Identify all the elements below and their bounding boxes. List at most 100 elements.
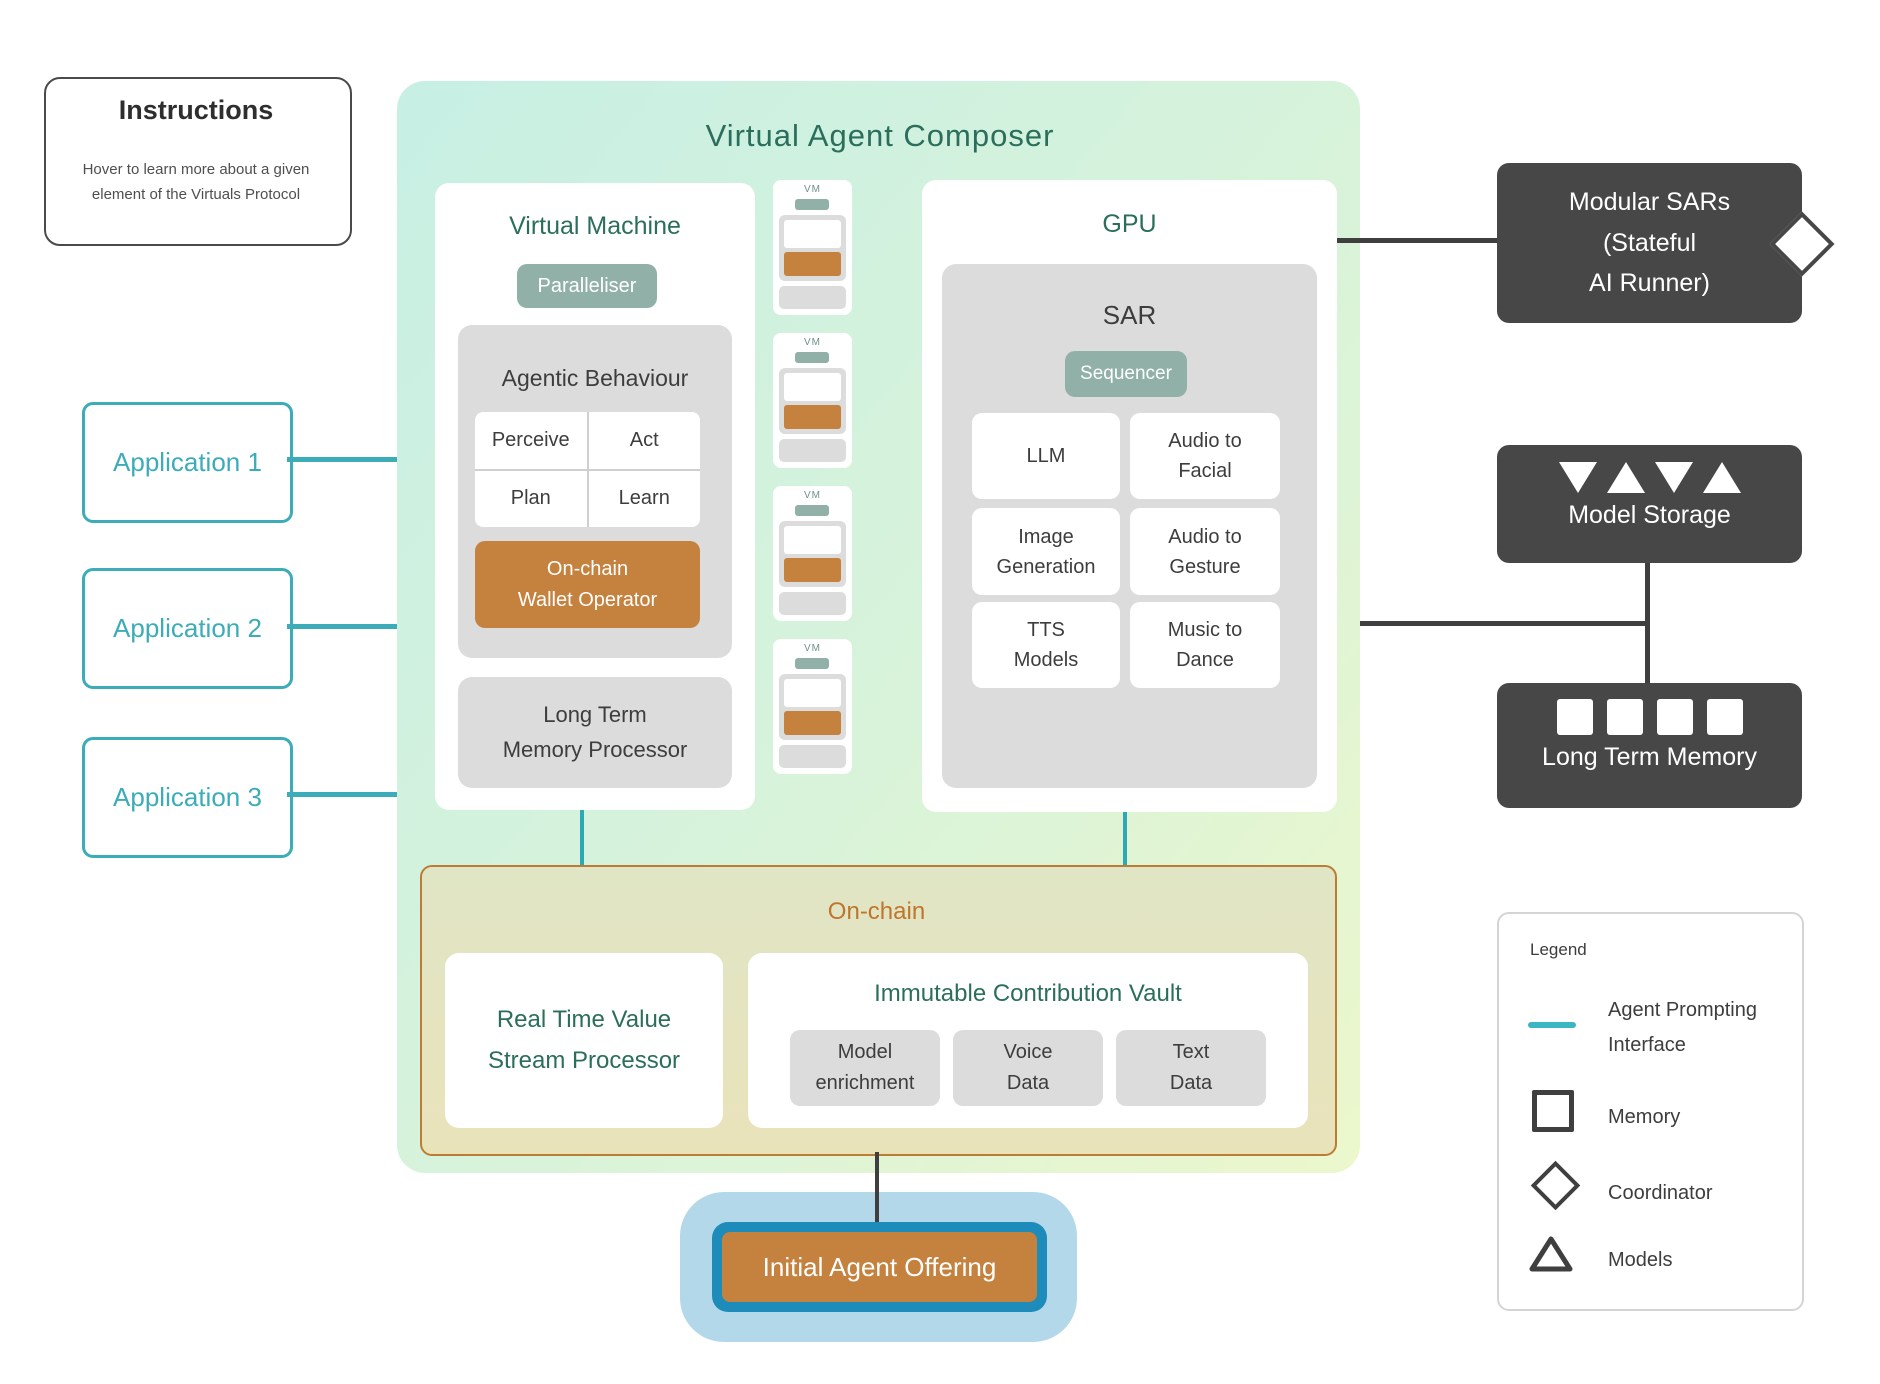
rtvsp-line2: Stream Processor bbox=[487, 1046, 681, 1074]
vm-card-white-slot bbox=[784, 526, 841, 554]
vm-card-badge bbox=[795, 199, 829, 210]
legend-label-line: Memory bbox=[1608, 1106, 1681, 1128]
application-2-node[interactable]: Application 2 bbox=[82, 568, 293, 689]
gpu-title: GPU bbox=[1102, 210, 1157, 238]
grid-cell-act[interactable]: Act bbox=[588, 412, 700, 469]
vm-card-label: VM bbox=[804, 643, 821, 654]
legend-item-models: Models bbox=[1608, 1243, 1672, 1278]
vm-mini-card-3[interactable]: VM bbox=[773, 486, 852, 621]
gpu-card-line: TTS bbox=[1027, 619, 1065, 641]
model-storage-label: Model Storage bbox=[1568, 501, 1731, 529]
gpu-card-line: Models bbox=[1013, 649, 1079, 671]
triangle-up-icon bbox=[1606, 462, 1645, 493]
memory-square-icon bbox=[1556, 699, 1593, 735]
agent-prompting-line-icon bbox=[1528, 1022, 1576, 1028]
paralleliser-badge[interactable]: Paralleliser bbox=[517, 264, 657, 308]
virtual-machine-title: Virtual Machine bbox=[509, 212, 681, 240]
vm-card-label: VM bbox=[804, 337, 821, 348]
chip-text-data[interactable]: Text Data bbox=[1116, 1030, 1266, 1106]
composer-title: Virtual Agent Composer bbox=[705, 118, 1055, 153]
triangle-down-icon bbox=[1654, 462, 1693, 493]
grid-cell-plan[interactable]: Plan bbox=[475, 470, 587, 527]
legend-item-agent-prompting: Agent Prompting Interface bbox=[1608, 993, 1757, 1063]
wallet-operator-line2: Wallet Operator bbox=[517, 588, 658, 611]
grid-cell-perceive[interactable]: Perceive bbox=[475, 412, 587, 469]
application-3-node[interactable]: Application 3 bbox=[82, 737, 293, 858]
chip-model-enrichment[interactable]: Model enrichment bbox=[790, 1030, 940, 1106]
instructions-body: Hover to learn more about a given elemen… bbox=[58, 158, 334, 208]
gpu-card-line: LLM bbox=[1026, 445, 1066, 467]
vm-card-orange-slot bbox=[784, 252, 841, 276]
vm-card-label: VM bbox=[804, 490, 821, 501]
application-2-connector-line bbox=[287, 624, 397, 629]
vm-card-panel bbox=[779, 215, 846, 281]
rtvsp-line1: Real Time Value bbox=[496, 1005, 672, 1033]
composer-to-storage-line bbox=[1360, 621, 1647, 626]
onchain-wallet-operator-button[interactable]: On-chain Wallet Operator bbox=[475, 541, 700, 628]
wallet-operator-line1: On-chain bbox=[546, 557, 629, 580]
chip-voice-data[interactable]: Voice Data bbox=[953, 1030, 1103, 1106]
ltm-processor-line2: Memory Processor bbox=[502, 736, 688, 762]
long-term-memory-processor-node[interactable]: Long Term Memory Processor bbox=[458, 677, 732, 788]
agentic-behaviour-grid: Perceive Act Plan Learn bbox=[475, 412, 700, 527]
vm-card-label: VM bbox=[804, 184, 821, 195]
gpu-card-audio-to-facial[interactable]: Audio to Facial bbox=[1130, 413, 1280, 499]
paralleliser-label: Paralleliser bbox=[537, 274, 637, 297]
chip-line: Text bbox=[1172, 1041, 1210, 1063]
triangle-down-icon bbox=[1558, 462, 1597, 493]
memory-square-icon bbox=[1606, 699, 1643, 735]
vm-card-gray-slot bbox=[779, 286, 846, 309]
legend-item-coordinator: Coordinator bbox=[1608, 1176, 1713, 1211]
ltm-processor-line1: Long Term bbox=[543, 702, 647, 728]
vm-card-orange-slot bbox=[784, 558, 841, 582]
modular-sars-line2: (Stateful bbox=[1602, 228, 1697, 257]
vault-to-iao-line bbox=[875, 1152, 879, 1222]
vm-card-orange-slot bbox=[784, 711, 841, 735]
models-triangle-icon bbox=[1529, 1236, 1573, 1272]
gpu-card-music-to-dance[interactable]: Music to Dance bbox=[1130, 602, 1280, 688]
legend-label-line: Agent Prompting bbox=[1608, 999, 1757, 1021]
chip-line: Data bbox=[1006, 1072, 1050, 1094]
vm-card-panel bbox=[779, 674, 846, 740]
initial-agent-offering-button[interactable]: Initial Agent Offering bbox=[722, 1232, 1037, 1302]
sar-title: SAR bbox=[1102, 300, 1157, 330]
vm-card-badge bbox=[795, 352, 829, 363]
modular-sars-node[interactable]: Modular SARs (Stateful AI Runner) bbox=[1497, 163, 1802, 323]
iao-label: Initial Agent Offering bbox=[762, 1251, 997, 1282]
real-time-value-stream-processor-node[interactable]: Real Time Value Stream Processor bbox=[445, 953, 723, 1128]
gpu-card-audio-to-gesture[interactable]: Audio to Gesture bbox=[1130, 508, 1280, 595]
onchain-label: On-chain bbox=[827, 898, 926, 925]
agentic-behaviour-title: Agentic Behaviour bbox=[501, 365, 689, 391]
vm-mini-card-2[interactable]: VM bbox=[773, 333, 852, 468]
vm-card-badge bbox=[795, 505, 829, 516]
gpu-card-llm[interactable]: LLM bbox=[972, 413, 1120, 499]
chip-line: Data bbox=[1169, 1072, 1213, 1094]
legend-title: Legend bbox=[1530, 940, 1587, 959]
application-3-connector-line bbox=[287, 792, 397, 797]
vm-mini-card-4[interactable]: VM bbox=[773, 639, 852, 774]
vm-card-gray-slot bbox=[779, 745, 846, 768]
vm-card-white-slot bbox=[784, 679, 841, 707]
gpu-card-tts-models[interactable]: TTS Models bbox=[972, 602, 1120, 688]
application-1-node[interactable]: Application 1 bbox=[82, 402, 293, 523]
sequencer-badge[interactable]: Sequencer bbox=[1065, 351, 1187, 397]
vm-mini-card-1[interactable]: VM bbox=[773, 180, 852, 315]
legend-label-line: Coordinator bbox=[1608, 1182, 1713, 1204]
gpu-card-image-generation[interactable]: Image Generation bbox=[972, 508, 1120, 595]
application-3-label: Application 3 bbox=[113, 782, 262, 812]
gpu-card-line: Audio to bbox=[1168, 430, 1242, 452]
gpu-to-modular-sars-line bbox=[1337, 238, 1497, 243]
modular-sars-line3: AI Runner) bbox=[1589, 269, 1710, 298]
vm-card-white-slot bbox=[784, 220, 841, 248]
application-2-label: Application 2 bbox=[113, 613, 262, 643]
model-storage-node[interactable]: Model Storage bbox=[1497, 445, 1802, 563]
gpu-card-line: Dance bbox=[1176, 649, 1234, 671]
sequencer-label: Sequencer bbox=[1080, 363, 1172, 384]
gpu-card-line: Generation bbox=[996, 555, 1096, 578]
instructions-card bbox=[44, 77, 352, 246]
legend-label-line: Interface bbox=[1608, 1034, 1686, 1056]
grid-cell-learn[interactable]: Learn bbox=[588, 470, 700, 527]
long-term-memory-node[interactable]: Long Term Memory bbox=[1497, 683, 1802, 808]
storage-to-memory-line bbox=[1645, 563, 1650, 683]
memory-square-icon bbox=[1532, 1090, 1574, 1132]
